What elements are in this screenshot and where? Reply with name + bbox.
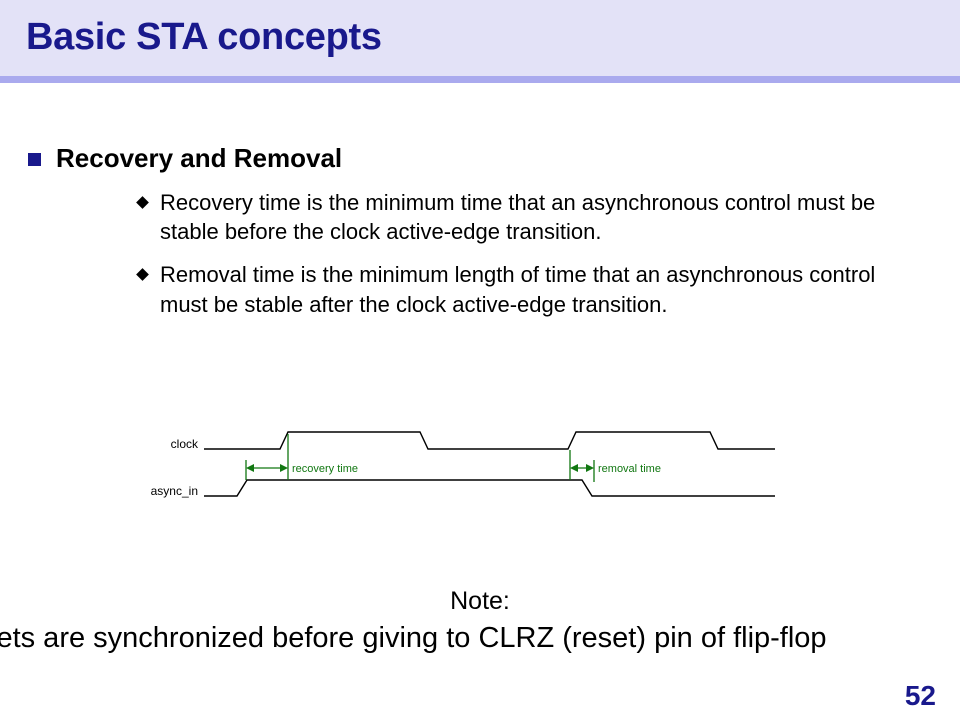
bullet-level2-recovery-time: Recovery time is the minimum time that a… bbox=[136, 188, 920, 247]
annotation-label-recovery-time: recovery time bbox=[292, 463, 358, 475]
waveform-signal-label-async-in: async_in bbox=[151, 484, 198, 498]
waveform-trace-async-in bbox=[204, 479, 775, 497]
title-bar: Basic STA concepts bbox=[0, 0, 960, 76]
diamond-bullet-icon bbox=[136, 268, 149, 282]
note-text: Such resets are synchronized before givi… bbox=[0, 622, 827, 654]
bullet-level2-label: Recovery time is the minimum time that a… bbox=[160, 189, 876, 245]
waveform-trace-clock bbox=[204, 431, 775, 450]
page-number: 52 bbox=[904, 680, 936, 711]
page-title: Basic STA concepts bbox=[26, 16, 382, 58]
annotation-label-removal-time: removal time bbox=[598, 463, 661, 475]
body-content: Recovery and Removal Recovery time is th… bbox=[0, 92, 960, 319]
waveform-signal-label-clock: clock bbox=[171, 437, 199, 451]
bullet-level1-recovery-and-removal: Recovery and Removal bbox=[28, 143, 960, 174]
bullet-level2-removal-time: Removal time is the minimum length of ti… bbox=[136, 260, 920, 319]
title-divider bbox=[0, 76, 960, 83]
square-bullet-icon bbox=[28, 153, 41, 166]
timing-waveform-diagram: clock async_in recovery time removal tim… bbox=[151, 431, 775, 498]
diamond-bullet-icon bbox=[136, 196, 149, 209]
removal-arrowhead-right-icon bbox=[586, 464, 594, 472]
bullet-level2-label: Removal time is the minimum length of ti… bbox=[160, 262, 876, 317]
note-label: Note: bbox=[450, 587, 510, 615]
bullet-level1-label: Recovery and Removal bbox=[56, 143, 343, 173]
recovery-arrowhead-right-icon bbox=[280, 464, 288, 472]
removal-arrowhead-left-icon bbox=[570, 464, 578, 472]
recovery-arrowhead-left-icon bbox=[246, 464, 254, 472]
